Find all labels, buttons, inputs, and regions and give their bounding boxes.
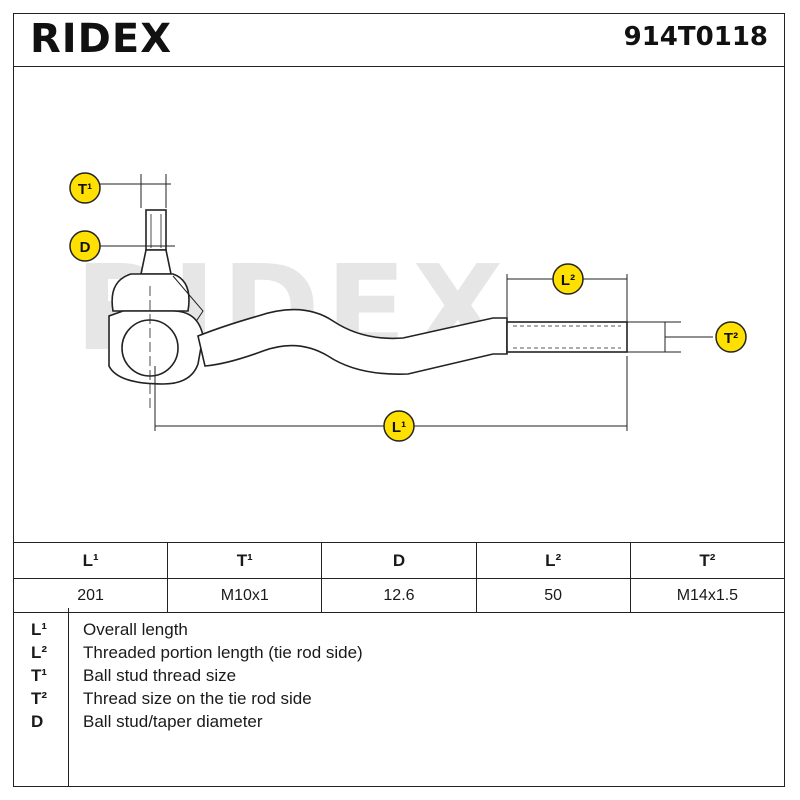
part-number: 914T0118 [623,22,768,52]
legend-description: Ball stud/taper diameter [83,712,263,731]
legend-description: Ball stud thread size [83,666,237,685]
legend-item: T² Thread size on the tie rod side [13,689,785,711]
dim-header-l2: L² [475,542,631,579]
brand-logo: RIDEX [30,16,172,62]
legend-item: D Ball stud/taper diameter [13,712,785,734]
legend-description: Threaded portion length (tie rod side) [83,643,363,662]
dim-value-t1: M10x1 [167,578,323,613]
dim-header-d: D [321,542,477,579]
legend-item: L¹ Overall length [13,620,785,642]
label-badge-t2: T² [715,321,747,353]
legend-item: T¹ Ball stud thread size [13,666,785,688]
label-badge-l1: L¹ [383,410,415,442]
label-l1-text: L¹ [392,419,406,436]
technical-drawing: RIDEX [69,172,747,442]
dimensions-table: L¹ T¹ D L² T² 201 M10x1 12.6 50 M14x1.5 [12,542,786,613]
dim-header-t2: T² [629,542,786,579]
label-badge-t1: T¹ [69,172,101,204]
label-t1-text: T¹ [78,181,92,198]
legend-key: T¹ [31,666,48,685]
dim-value-d: 12.6 [321,578,477,613]
label-l2-text: L² [561,272,575,289]
label-t2-text: T² [724,330,738,347]
dim-header-t1: T¹ [167,542,323,579]
dimensions-value-row: 201 M10x1 12.6 50 M14x1.5 [12,578,786,613]
label-badge-l2: L² [552,263,584,295]
legend-key: L² [31,643,48,662]
header-bar: RIDEX 914T0118 [13,13,785,67]
brand-logo-text: RIDEX [30,16,173,62]
legend-description: Overall length [83,620,188,639]
legend-divider [68,608,70,787]
tie-rod-end-outline [108,209,628,411]
legend-key: D [31,712,44,731]
dim-value-t2: M14x1.5 [629,578,786,613]
dim-value-l1: 201 [12,578,169,613]
legend-description: Thread size on the tie rod side [83,689,312,708]
label-badge-d: D [69,230,101,262]
legend-key: L¹ [31,620,48,639]
legend-key: T² [31,689,48,708]
dim-value-l2: 50 [475,578,631,613]
legend: L¹ Overall length L² Threaded portion le… [13,608,785,787]
legend-item: L² Threaded portion length (tie rod side… [13,643,785,665]
dimensions-header-row: L¹ T¹ D L² T² [12,542,786,579]
dim-header-l1: L¹ [12,542,169,579]
label-d-text: D [80,239,91,256]
